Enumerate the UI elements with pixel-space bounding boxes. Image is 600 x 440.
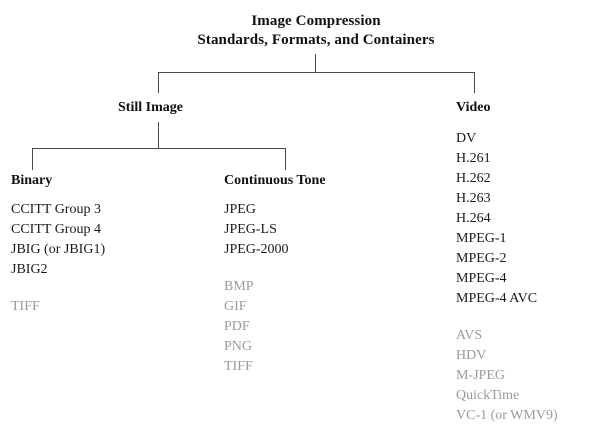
connector-root-to-video: [474, 72, 475, 93]
list-item: TIFF: [224, 359, 253, 374]
list-item: QuickTime: [456, 388, 520, 403]
list-item: MPEG-4: [456, 271, 507, 286]
list-item: H.261: [456, 151, 491, 166]
list-item: PDF: [224, 319, 250, 334]
list-item: JPEG: [224, 202, 256, 217]
connector-still-image-bar: [32, 148, 285, 149]
list-item: TIFF: [11, 299, 40, 314]
list-item: GIF: [224, 299, 247, 314]
list-item: JBIG2: [11, 262, 48, 277]
list-item: JPEG-2000: [224, 242, 289, 257]
list-item: DV: [456, 131, 477, 146]
list-item: M-JPEG: [456, 368, 506, 383]
list-item: MPEG-1: [456, 231, 507, 246]
branch-label-still-image: Still Image: [118, 100, 183, 115]
list-item: H.262: [456, 171, 491, 186]
list-item: JPEG-LS: [224, 222, 277, 237]
connector-root-bar: [158, 72, 475, 73]
item-list-continuous-tone: JPEG JPEG-LS JPEG-2000 BMP GIF PDF PNG T…: [224, 200, 326, 377]
diagram-title-line-2: Standards, Formats, and Containers: [197, 32, 435, 48]
list-item: MPEG-2: [456, 251, 507, 266]
list-item: H.263: [456, 191, 491, 206]
list-item: JBIG (or JBIG1): [11, 242, 106, 257]
list-item: H.264: [456, 211, 491, 226]
list-item: AVS: [456, 328, 483, 343]
list-item: CCITT Group 3: [11, 202, 101, 217]
list-item: PNG: [224, 339, 253, 354]
item-list-binary: CCITT Group 3 CCITT Group 4 JBIG (or JBI…: [11, 200, 105, 317]
diagram-title: Image Compression Standards, Formats, an…: [0, 12, 600, 50]
diagram-title-line-1: Image Compression: [251, 13, 381, 29]
connector-root-stem: [315, 54, 316, 72]
column-binary: Binary CCITT Group 3 CCITT Group 4 JBIG …: [11, 172, 105, 317]
item-list-video: DV H.261 H.262 H.263 H.264 MPEG-1 MPEG-2…: [456, 129, 558, 426]
connector-still-image-to-binary: [32, 148, 33, 170]
column-continuous-tone: Continuous Tone JPEG JPEG-LS JPEG-2000 B…: [224, 172, 326, 377]
list-item: CCITT Group 4: [11, 222, 101, 237]
list-item: MPEG-4 AVC: [456, 291, 538, 306]
list-item: HDV: [456, 348, 487, 363]
branch-label-video: Video: [456, 100, 491, 115]
connector-root-to-still-image: [158, 72, 159, 93]
column-heading-continuous-tone: Continuous Tone: [224, 173, 326, 188]
list-item: VC-1 (or WMV9): [456, 408, 558, 423]
column-heading-binary: Binary: [11, 173, 53, 188]
connector-still-image-to-continuous-tone: [285, 148, 286, 170]
list-item: BMP: [224, 279, 254, 294]
connector-still-image-stem: [158, 122, 159, 148]
column-video: DV H.261 H.262 H.263 H.264 MPEG-1 MPEG-2…: [456, 129, 558, 426]
